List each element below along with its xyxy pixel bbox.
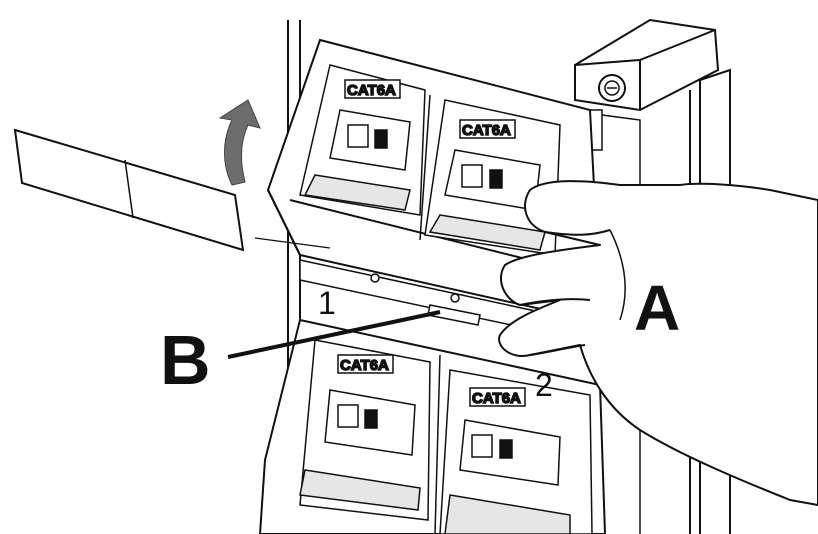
port-lower-left: CAT6A <box>299 339 431 521</box>
step-2-label: 2 <box>535 367 553 403</box>
pointer-line-b <box>227 310 441 359</box>
screw-icon <box>598 74 626 102</box>
port-upper-right: CAT6A <box>424 99 561 256</box>
guide-line <box>254 237 331 249</box>
label-b: B <box>160 321 211 399</box>
cat-label: CAT6A <box>462 122 511 139</box>
label-strip <box>13 128 245 252</box>
top-bracket <box>574 18 720 112</box>
curved-up-arrow-icon <box>218 99 261 186</box>
cat-label: CAT6A <box>340 357 389 374</box>
hand-icon <box>498 180 818 506</box>
cat-label: CAT6A <box>472 390 521 407</box>
label-a: A <box>634 272 680 344</box>
cat-label: CAT6A <box>347 82 396 99</box>
port-lower-right: CAT6A <box>439 369 593 534</box>
port-upper-left: CAT6A <box>299 64 426 216</box>
step-1-label: 1 <box>318 285 336 321</box>
